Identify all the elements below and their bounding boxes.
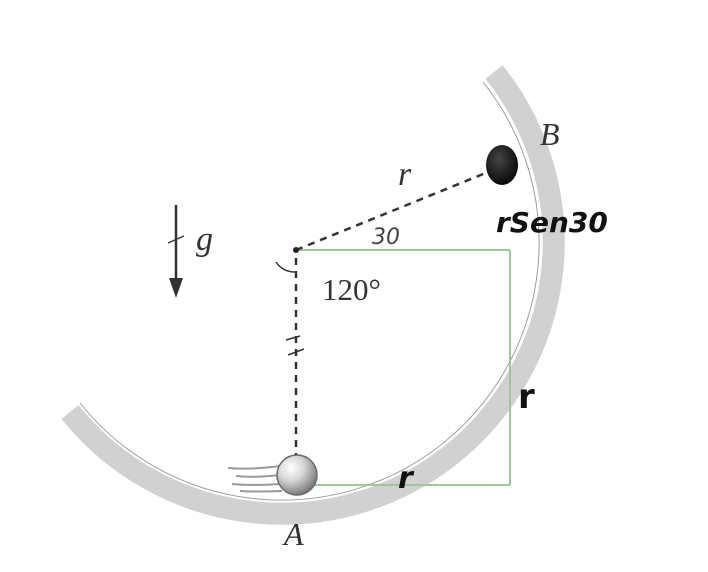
angle-arc <box>275 261 297 273</box>
point-b-label: B <box>540 116 560 152</box>
annotation-lines <box>296 249 511 486</box>
radius-line-to-b <box>295 166 499 252</box>
ball-a <box>276 454 318 496</box>
track-inner-edge <box>79 81 540 501</box>
handwritten-side-r: r <box>518 377 535 417</box>
angle-label: 120° <box>322 272 381 307</box>
circular-track <box>61 65 565 525</box>
point-a-label: A <box>282 516 304 552</box>
hand-ticks <box>285 335 305 356</box>
radius-label: r <box>398 156 412 193</box>
handwritten-vertical-leg: rSen30 <box>496 206 608 239</box>
handwritten-angle-part: 30 <box>372 225 400 250</box>
handwritten-bottom-leg: r <box>398 461 415 496</box>
center-point <box>293 247 299 253</box>
down-arrow-icon <box>167 205 185 298</box>
ball-b <box>486 145 518 185</box>
gravity-label: g <box>196 221 213 258</box>
motion-streak-icon <box>227 465 283 493</box>
